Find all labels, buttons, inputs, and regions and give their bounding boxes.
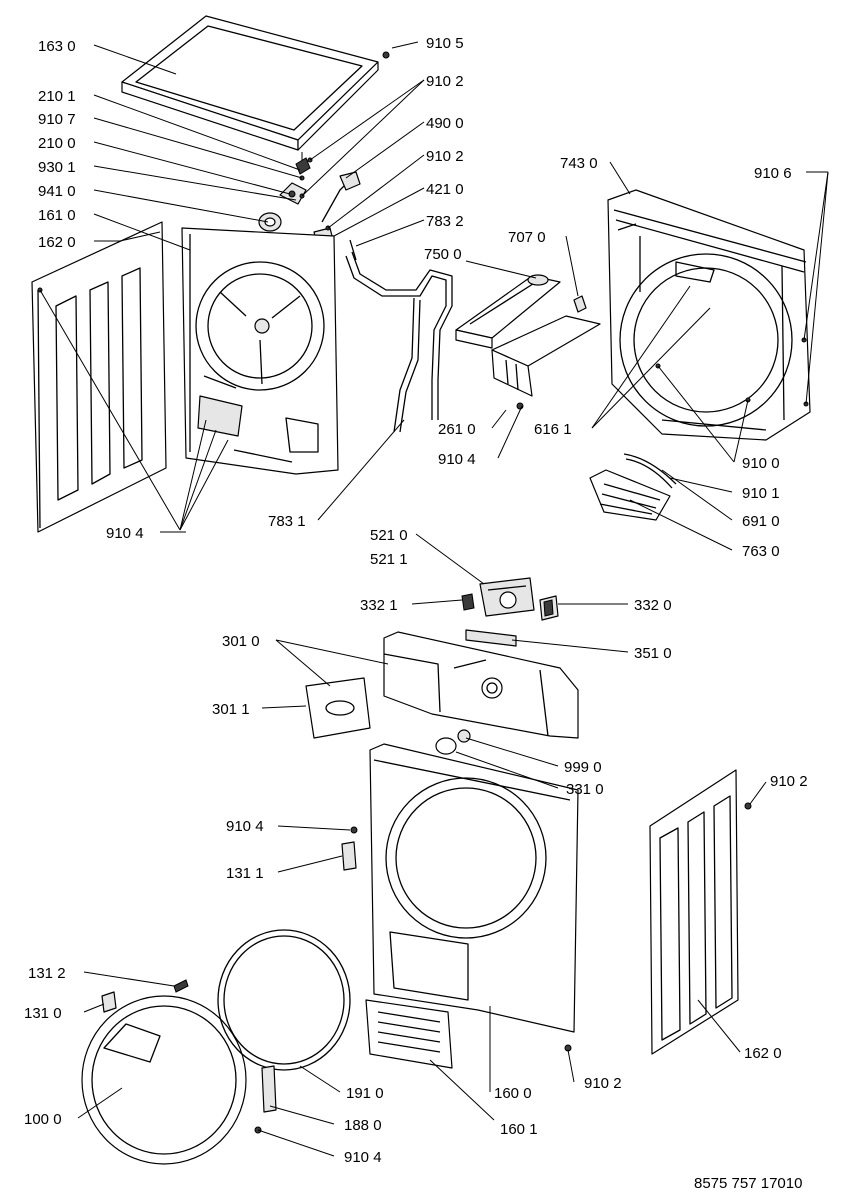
label-910-6: 910 6 — [754, 165, 792, 182]
label-301-0: 301 0 — [222, 633, 260, 650]
label-301-1: 301 1 — [212, 701, 250, 718]
label-521-1: 521 1 — [370, 551, 408, 568]
label-910-4-left: 910 4 — [106, 525, 144, 542]
part-332-0-switch — [539, 595, 559, 621]
label-910-1: 910 1 — [742, 485, 780, 502]
label-930-1: 930 1 — [38, 159, 76, 176]
part-191-0-door-seal — [217, 929, 351, 1071]
label-162-0-left: 162 0 — [38, 234, 76, 251]
label-910-2-b: 910 2 — [426, 148, 464, 165]
label-691-0: 691 0 — [742, 513, 780, 530]
label-707-0: 707 0 — [508, 229, 546, 246]
label-131-1: 131 1 — [226, 865, 264, 882]
part-521-0-control-board — [479, 577, 535, 617]
part-163-0-top-lid — [121, 15, 379, 151]
part-743-0-front-frame — [607, 189, 811, 441]
label-331-0: 331 0 — [566, 781, 604, 798]
label-763-0: 763 0 — [742, 543, 780, 560]
part-999-0-knob — [435, 729, 471, 755]
label-421-0: 421 0 — [426, 181, 464, 198]
label-910-0: 910 0 — [742, 455, 780, 472]
label-210-1: 210 1 — [38, 88, 76, 105]
part-210-0-thermostat — [279, 182, 307, 205]
document-id: 8575 757 17010 — [694, 1175, 802, 1192]
part-131-2-pin — [173, 979, 189, 993]
label-332-1: 332 1 — [360, 597, 398, 614]
label-163-0: 163 0 — [38, 38, 76, 55]
part-763-0-lint-filter — [589, 469, 671, 521]
part-332-1-switch — [461, 593, 475, 611]
label-100-0: 100 0 — [24, 1111, 62, 1128]
callout-labels: 163 0 210 1 910 7 210 0 930 1 941 0 161 … — [24, 35, 808, 1192]
label-910-4-lower: 910 4 — [226, 818, 264, 835]
part-261-0-drawer-housing — [491, 315, 601, 410]
label-910-7: 910 7 — [38, 111, 76, 128]
part-941-0-bearing — [258, 212, 282, 232]
part-707-0-clip — [573, 295, 587, 313]
part-750-0-duct — [455, 274, 561, 349]
part-100-0-door — [81, 995, 247, 1165]
label-188-0: 188 0 — [344, 1117, 382, 1134]
part-301-0-console — [383, 631, 579, 739]
part-161-0-rear-panel — [181, 227, 339, 475]
label-160-1: 160 1 — [500, 1121, 538, 1138]
label-616-1: 616 1 — [534, 421, 572, 438]
part-691-0-filter-seal — [623, 453, 677, 489]
part-490-0-sensor — [321, 171, 361, 223]
label-261-0: 261 0 — [438, 421, 476, 438]
label-131-0: 131 0 — [24, 1005, 62, 1022]
label-783-2: 783 2 — [426, 213, 464, 230]
leader-lines — [39, 41, 829, 1157]
label-910-4-bottom: 910 4 — [344, 1149, 382, 1166]
label-521-0: 521 0 — [370, 527, 408, 544]
label-941-0: 941 0 — [38, 183, 76, 200]
label-910-2-a: 910 2 — [426, 73, 464, 90]
label-910-2-right: 910 2 — [770, 773, 808, 790]
label-160-0: 160 0 — [494, 1085, 532, 1102]
part-188-0-hinge-plate — [261, 1065, 277, 1113]
label-332-0: 332 0 — [634, 597, 672, 614]
part-210-1-sensor — [295, 152, 311, 175]
label-131-2: 131 2 — [28, 965, 66, 982]
label-750-0: 750 0 — [424, 246, 462, 263]
label-999-0: 999 0 — [564, 759, 602, 776]
label-783-1: 783 1 — [268, 513, 306, 530]
part-131-0-latch — [101, 991, 117, 1013]
label-743-0: 743 0 — [560, 155, 598, 172]
part-162-0-left-side-panel — [31, 221, 167, 533]
part-301-1-drawer-front — [305, 677, 371, 739]
label-351-0: 351 0 — [634, 645, 672, 662]
label-910-2-bottom: 910 2 — [584, 1075, 622, 1092]
part-162-0-right-side-panel — [649, 769, 739, 1055]
part-160-0-front-panel — [369, 743, 579, 1033]
label-162-0-right: 162 0 — [744, 1045, 782, 1062]
label-490-0: 490 0 — [426, 115, 464, 132]
label-910-4-mid: 910 4 — [438, 451, 476, 468]
label-210-0: 210 0 — [38, 135, 76, 152]
label-910-5: 910 5 — [426, 35, 464, 52]
part-160-1-grille — [365, 999, 453, 1069]
part-783-hose — [345, 239, 453, 433]
part-131-1-hinge — [341, 841, 357, 871]
part-351-0-rail — [465, 629, 517, 647]
label-191-0: 191 0 — [346, 1085, 384, 1102]
label-161-0: 161 0 — [38, 207, 76, 224]
